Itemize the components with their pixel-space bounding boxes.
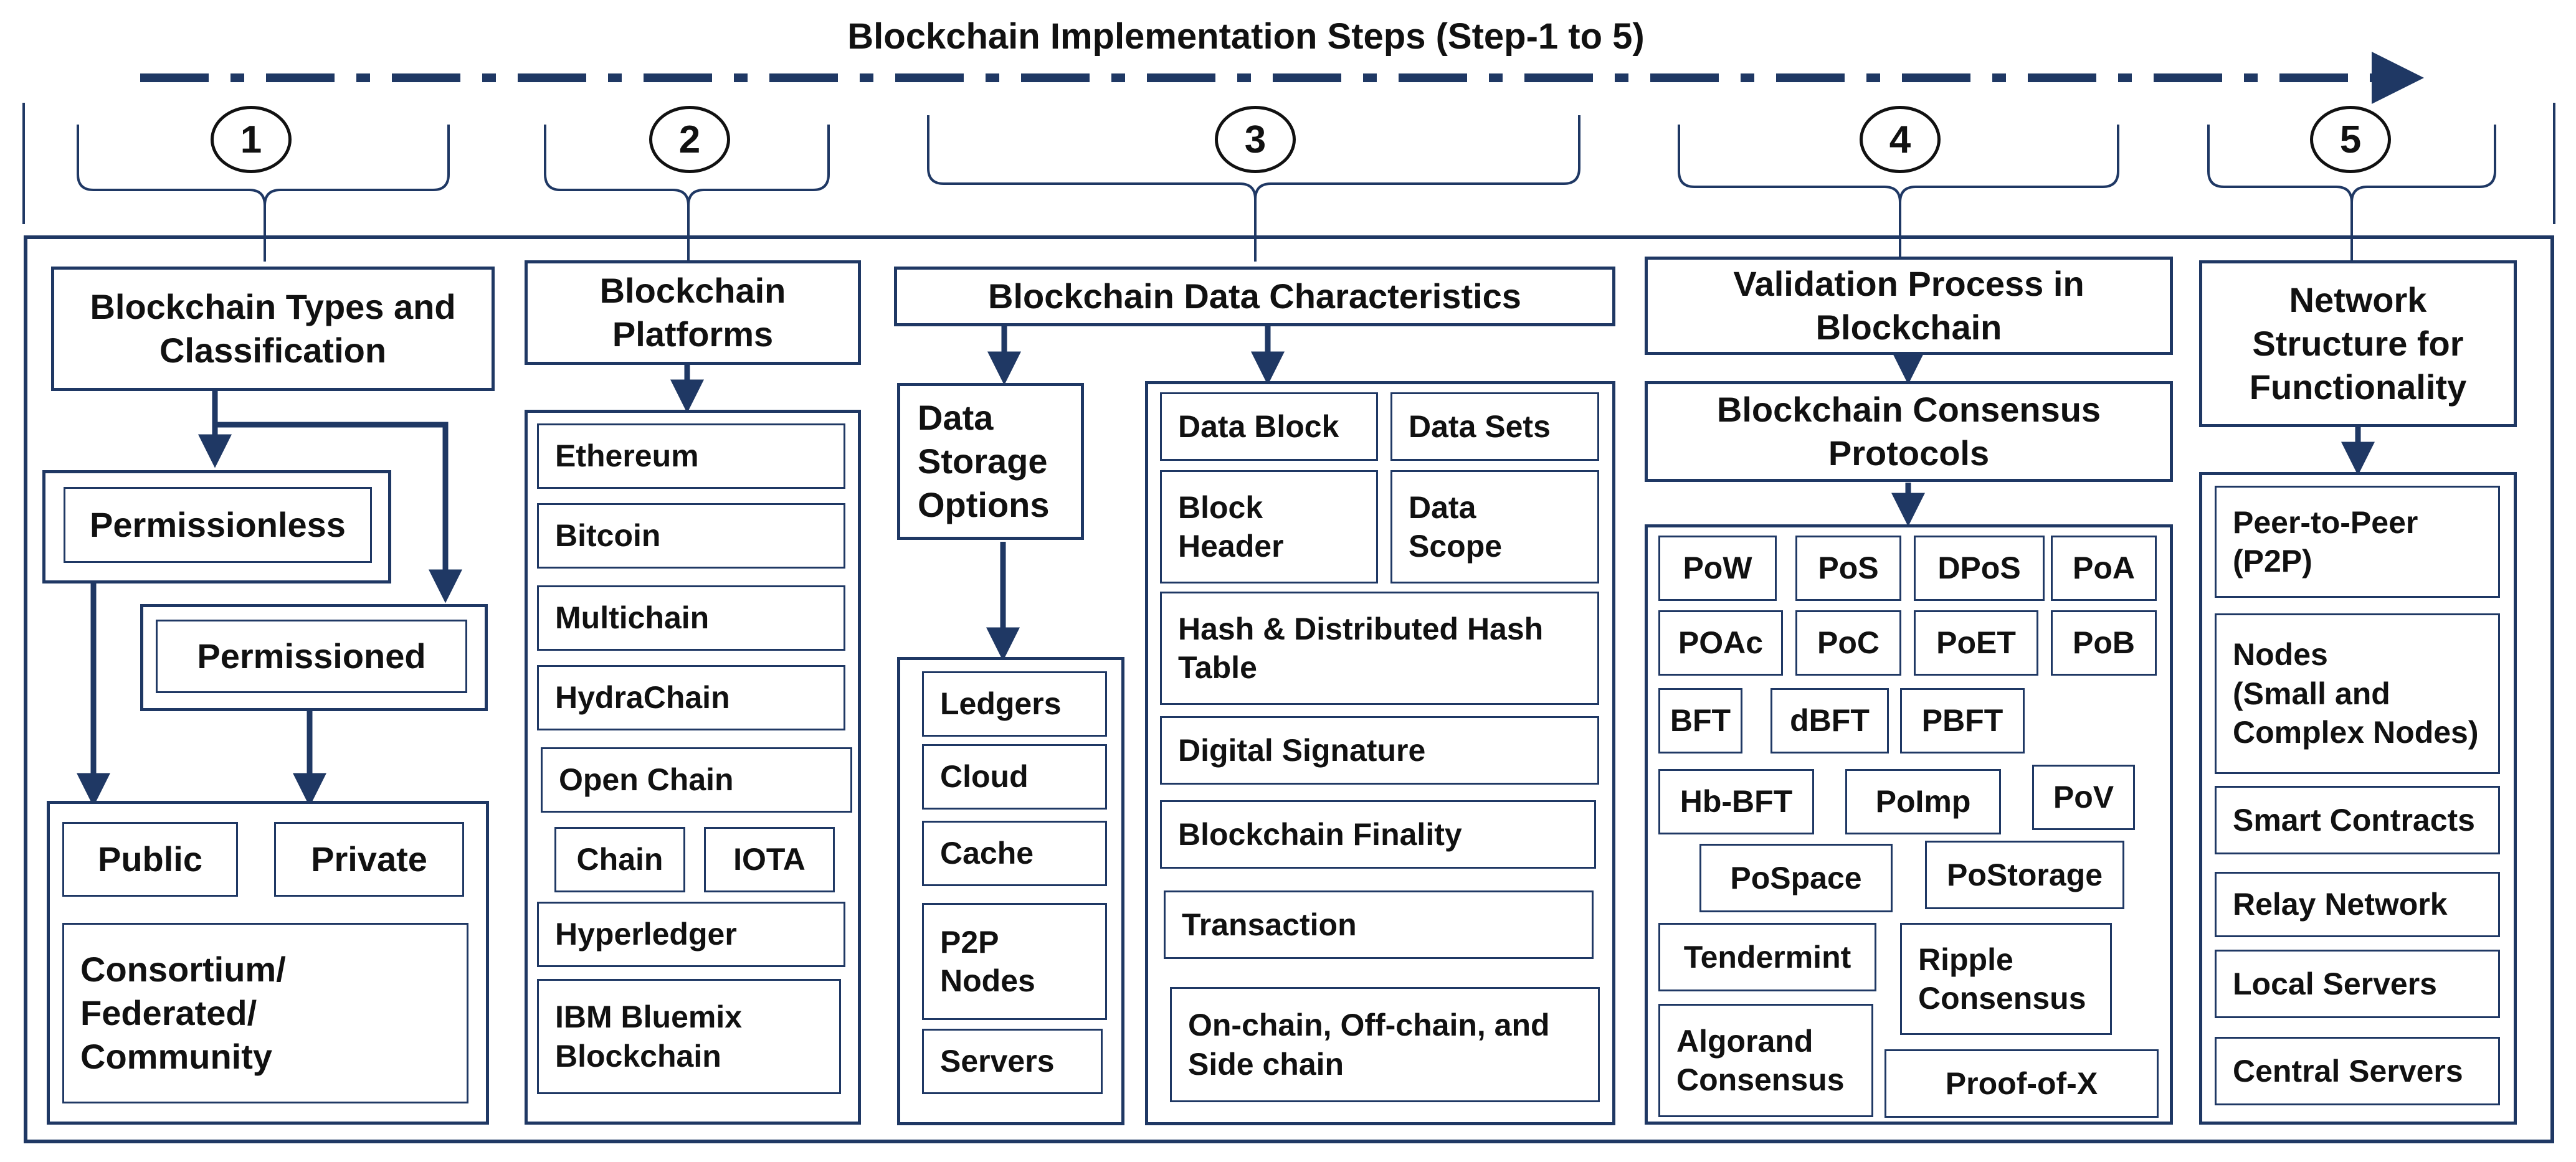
protocol-proof-of-x: Proof-of-X — [1884, 1049, 2159, 1118]
storage-cloud: Cloud — [922, 744, 1107, 810]
platform-hydrachain: HydraChain — [537, 665, 845, 730]
brace-step-1 — [77, 125, 450, 262]
protocol-bft: BFT — [1658, 688, 1742, 753]
platform-multichain: Multichain — [537, 585, 845, 651]
protocol-ripple: Ripple Consensus — [1900, 923, 2112, 1035]
arrow-types-to-permissioned — [215, 422, 462, 603]
protocol-poet: PoET — [1914, 610, 2038, 676]
brace-step-5 — [2207, 125, 2496, 262]
protocol-poac: POAc — [1658, 610, 1783, 676]
network-relay: Relay Network — [2215, 872, 2500, 937]
step-number-1: 1 — [211, 106, 292, 173]
storage-servers: Servers — [922, 1029, 1103, 1094]
storage-p2p-nodes: P2P Nodes — [922, 903, 1107, 1020]
protocol-hb-bft: Hb-BFT — [1658, 769, 1814, 834]
platform-chain: Chain — [554, 827, 685, 892]
transaction-item: Transaction — [1164, 890, 1594, 959]
data-scope-item: Data Scope — [1390, 470, 1599, 583]
public-label: Public — [62, 822, 238, 897]
network-nodes: Nodes (Small and Complex Nodes) — [2215, 613, 2500, 774]
storage-cache: Cache — [922, 821, 1107, 886]
brace-step-4 — [1678, 125, 2119, 262]
permissioned-label: Permissioned — [156, 620, 467, 693]
network-local-servers: Local Servers — [2215, 950, 2500, 1018]
network-smart-contracts: Smart Contracts — [2215, 786, 2500, 854]
diagram-title: Blockchain Implementation Steps (Step-1 … — [847, 16, 1645, 57]
outer-frame — [24, 235, 2554, 1143]
protocol-dbft: dBFT — [1770, 688, 1889, 753]
network-central-servers: Central Servers — [2215, 1037, 2500, 1105]
protocol-pov: PoV — [2032, 765, 2135, 830]
step-number-4: 4 — [1860, 106, 1941, 173]
brace-step-2 — [544, 125, 830, 262]
protocol-pos: PoS — [1795, 536, 1901, 601]
protocol-pbft: PBFT — [1900, 688, 2025, 753]
platform-iota: IOTA — [704, 827, 835, 892]
block-header-item: Block Header — [1160, 470, 1378, 583]
protocol-pospace: PoSpace — [1699, 844, 1893, 912]
protocol-algorand: Algorand Consensus — [1658, 1004, 1873, 1117]
protocol-poa: PoA — [2051, 536, 2157, 601]
storage-options-header: Data Storage Options — [897, 383, 1084, 540]
platforms-header: Blockchain Platforms — [525, 260, 861, 365]
platform-bitcoin: Bitcoin — [537, 503, 845, 569]
consortium-label: Consortium/ Federated/ Community — [62, 923, 468, 1103]
network-peer-to-peer: Peer-to-Peer (P2P) — [2215, 486, 2500, 598]
data-sets-item: Data Sets — [1390, 392, 1599, 461]
protocol-pow: PoW — [1658, 536, 1777, 601]
platform-hyperledger: Hyperledger — [537, 902, 845, 967]
hash-table-item: Hash & Distributed Hash Table — [1160, 592, 1599, 705]
protocol-poimp: PoImp — [1845, 769, 2001, 834]
data-block-item: Data Block — [1160, 392, 1378, 461]
platform-ethereum: Ethereum — [537, 423, 845, 489]
types-classification-header: Blockchain Types and Classification — [51, 267, 495, 391]
validation-process-header: Validation Process in Blockchain — [1645, 257, 2173, 355]
private-label: Private — [274, 822, 464, 897]
platform-open-chain: Open Chain — [541, 747, 852, 813]
protocol-pob: PoB — [2051, 610, 2157, 676]
protocol-postorage: PoStorage — [1925, 841, 2124, 909]
brace-step-3 — [927, 115, 1580, 262]
digital-signature-item: Digital Signature — [1160, 716, 1599, 785]
platform-ibm-bluemix: IBM Bluemix Blockchain — [537, 979, 841, 1094]
on-off-side-chain-item: On-chain, Off-chain, and Side chain — [1170, 987, 1600, 1102]
consensus-protocols-header: Blockchain Consensus Protocols — [1645, 381, 2173, 482]
storage-ledgers: Ledgers — [922, 671, 1107, 737]
data-characteristics-header: Blockchain Data Characteristics — [894, 267, 1615, 326]
protocol-tendermint: Tendermint — [1658, 923, 1876, 991]
protocol-dpos: DPoS — [1914, 536, 2045, 601]
protocol-poc: PoC — [1795, 610, 1901, 676]
step-number-5: 5 — [2310, 106, 2391, 173]
step-number-2: 2 — [649, 106, 730, 173]
permissionless-label: Permissionless — [64, 487, 372, 563]
step-number-3: 3 — [1215, 106, 1296, 173]
blockchain-finality-item: Blockchain Finality — [1160, 800, 1596, 869]
network-structure-header: Network Structure for Functionality — [2199, 260, 2517, 427]
